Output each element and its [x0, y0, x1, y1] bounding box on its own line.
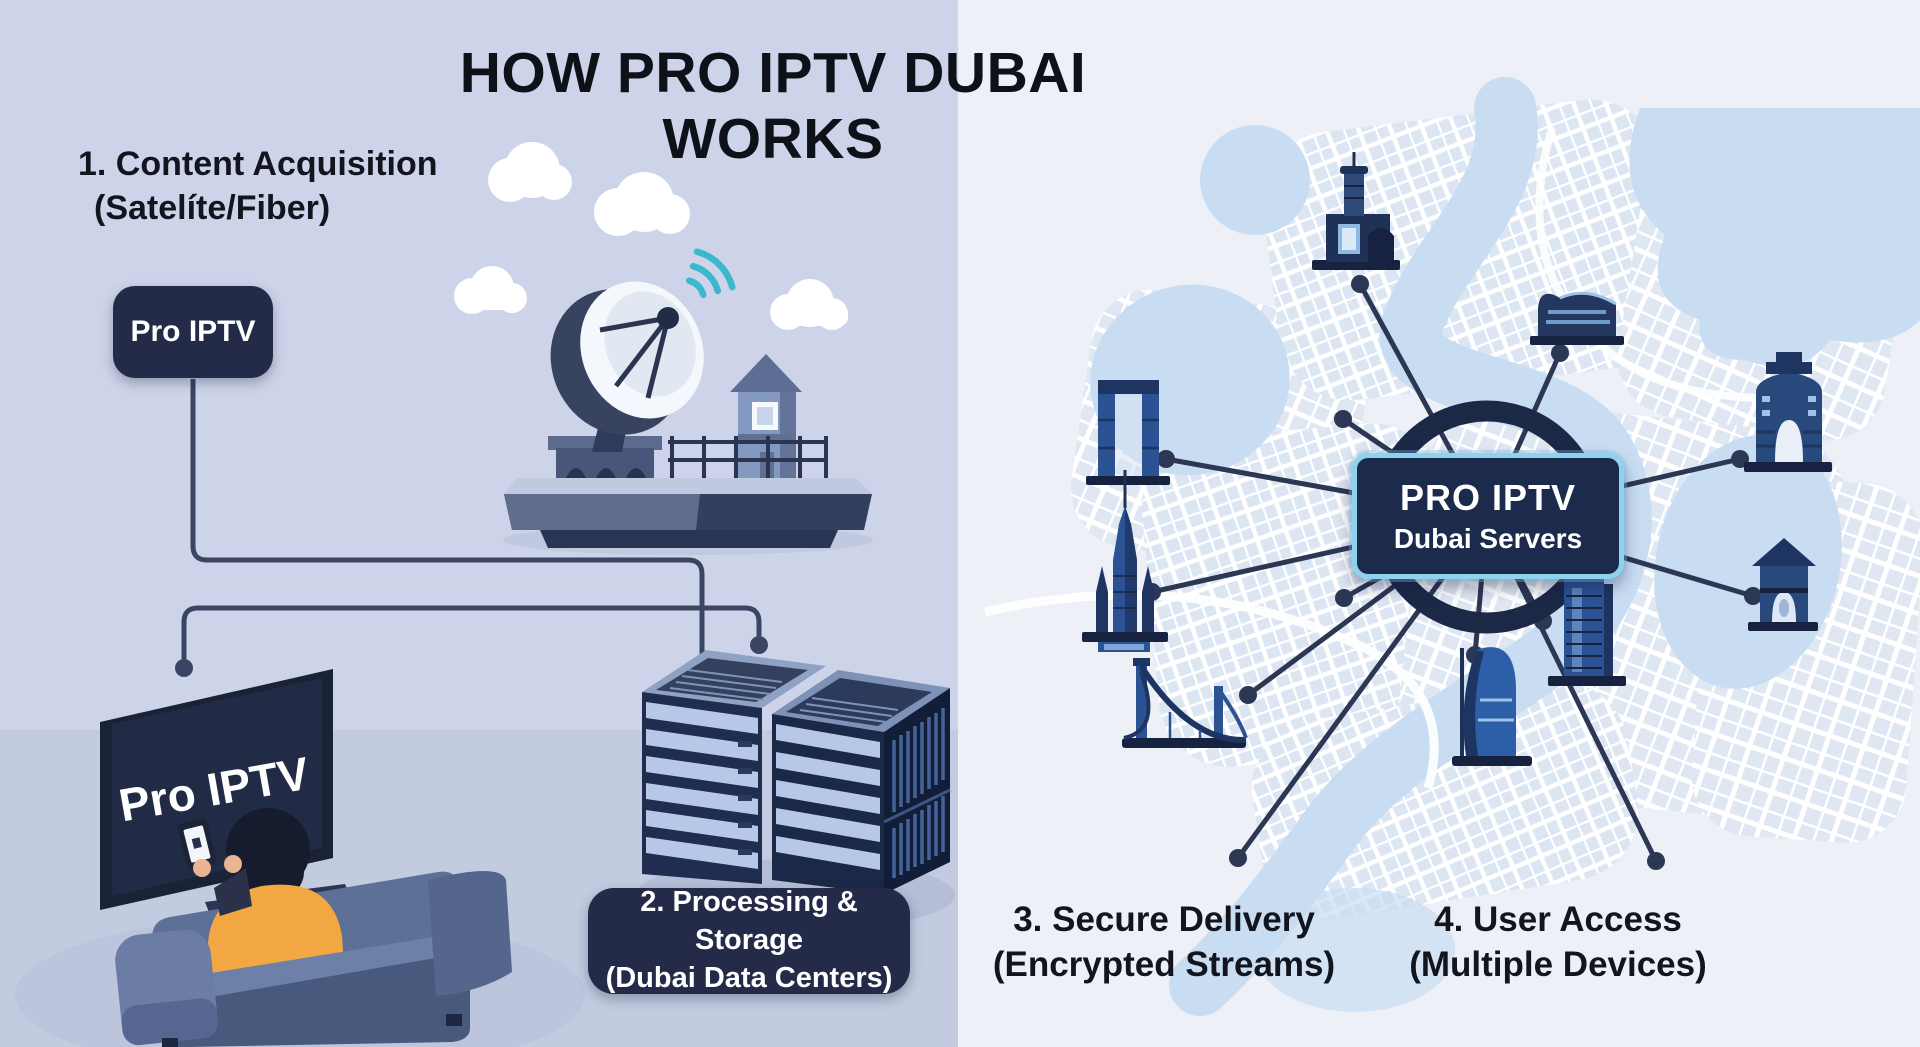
- arch-gate-landmark-icon: [1744, 352, 1832, 472]
- step4-label: 4. User Access (Multiple Devices): [1348, 898, 1768, 988]
- hub-server-box: PRO IPTV Dubai Servers: [1352, 453, 1624, 579]
- bridge-landmark-icon: [1122, 658, 1248, 748]
- step2-box: 2. Processing & Storage (Dubai Data Cent…: [588, 886, 910, 994]
- burj-khalifa-landmark-icon: [1082, 470, 1168, 652]
- source-brand-label: Pro IPTV: [130, 315, 256, 348]
- couch-icon: [115, 808, 512, 1047]
- wifi-signal-icon: [685, 248, 736, 299]
- burj-al-arab-landmark-icon: [1452, 647, 1532, 766]
- map-icon: [983, 77, 1920, 1016]
- hub-subtitle: Dubai Servers: [1393, 523, 1583, 554]
- person-icon: [177, 808, 344, 996]
- step1-title: 1. Content Acquisition: [78, 145, 438, 183]
- step1-label: 1. Content Acquisition (Satelíte/Fiber): [78, 142, 438, 230]
- step2-subtitle: (Dubai Data Centers): [605, 961, 893, 994]
- step3-label: 3. Secure Delivery (Encrypted Streams): [962, 898, 1366, 988]
- step3-subtitle: (Encrypted Streams): [992, 944, 1336, 984]
- step3-title: 3. Secure Delivery: [1013, 900, 1315, 939]
- step1-subtitle: (Satelíte/Fiber): [94, 189, 331, 228]
- source-brand-box: Pro IPTV: [113, 286, 273, 378]
- dubai-frame-landmark-icon: [1086, 380, 1170, 485]
- cloud-icon: [454, 142, 848, 330]
- connector-line-icon: [175, 379, 768, 677]
- step4-subtitle: (Multiple Devices): [1409, 944, 1707, 984]
- opera-house-landmark-icon: [1530, 291, 1624, 345]
- step2-title: 2. Processing & Storage: [640, 886, 858, 957]
- pavilion-landmark-icon: [1748, 538, 1818, 631]
- ground-platform: [504, 478, 872, 548]
- hub-title: PRO IPTV: [1399, 477, 1577, 518]
- page-title: HOW PRO IPTV DUBAI WORKS: [459, 41, 1087, 171]
- step4-title: 4. User Access: [1434, 900, 1682, 939]
- smartphone-icon: [177, 818, 217, 870]
- platform-railing: [668, 436, 828, 478]
- mosque-landmark-icon: [1312, 152, 1400, 270]
